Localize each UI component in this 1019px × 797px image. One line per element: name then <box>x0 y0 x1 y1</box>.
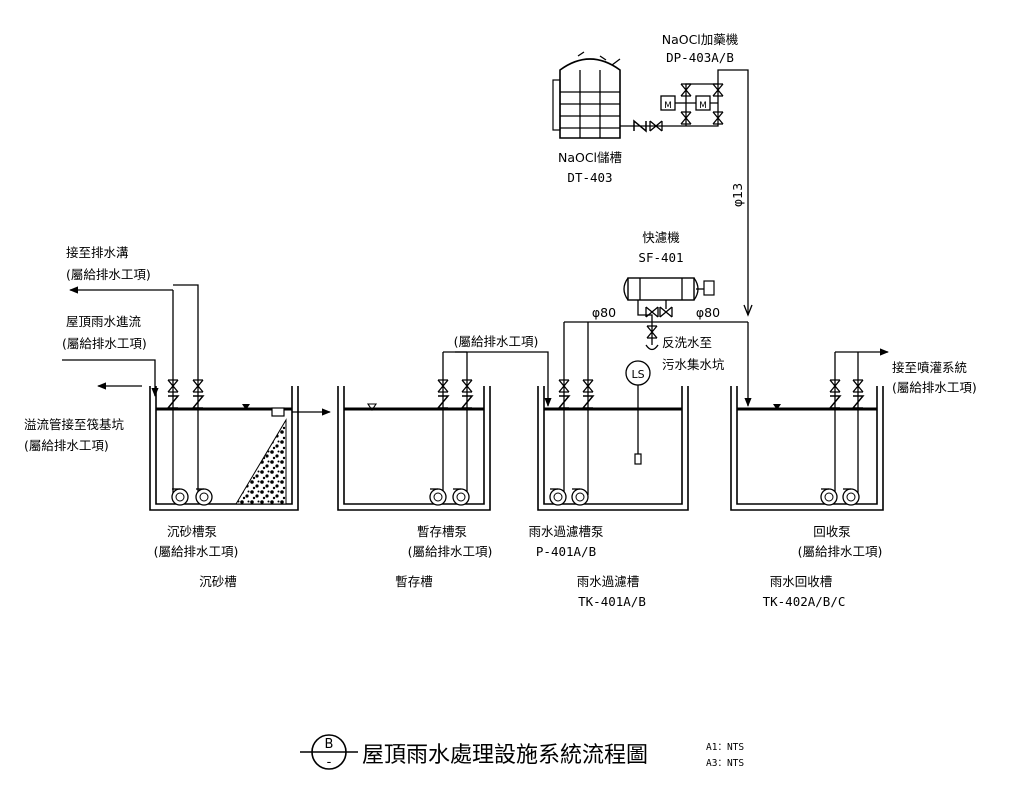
holding-tank-name: 暫存槽 <box>395 574 433 589</box>
drain-note-3: (屬給排水工項) <box>24 438 109 453</box>
overflow-label: 溢流管接至筏基坑 <box>24 417 125 432</box>
bubble-bottom-text: - <box>327 755 332 770</box>
filter-pump-label: 雨水過濾槽泵 <box>528 524 603 539</box>
filter-pump-b <box>571 488 589 506</box>
filter-tank-name: 雨水過濾槽 <box>577 574 640 589</box>
svg-text:M: M <box>664 101 672 111</box>
grit-pump-a <box>171 488 189 506</box>
sand-filter-tag: SF-401 <box>638 250 683 265</box>
naocl-storage-tank <box>552 51 621 139</box>
recovery-pump-b <box>842 488 860 506</box>
holding-pump-label: 暫存槽泵 <box>417 524 467 539</box>
holding-to-filter-line <box>455 351 552 407</box>
scale-a1: A1：NTS <box>706 742 744 753</box>
recovery-pump-risers <box>834 352 859 495</box>
naocl-dosing-arrow <box>743 304 753 317</box>
holding-pump-a <box>429 488 447 506</box>
dosing-pump-name: NaOCl加藥機 <box>662 32 739 47</box>
grit-pump-b <box>195 488 213 506</box>
holding-pump-note: (屬給排水工項) <box>408 544 493 559</box>
recovery-tank-tag: TK-402A/B/C <box>763 594 846 609</box>
dosing-pump-motor-a: M <box>660 95 686 111</box>
naocl-tank-tag: DT-403 <box>567 170 612 185</box>
filter-inlet-pipe <box>637 309 653 322</box>
pipe-size-phi80-left: φ80 <box>592 305 616 320</box>
roof-inflow-line <box>62 359 159 397</box>
holding-pump-b <box>452 488 470 506</box>
dosing-pump-tag: DP-403A/B <box>666 50 734 65</box>
grit-pump-note: (屬給排水工項) <box>154 544 239 559</box>
dosing-pump-motor-b: M <box>686 95 718 111</box>
drain-note-5: (屬給排水工項) <box>892 380 977 395</box>
level-switch: LS <box>625 360 651 465</box>
holding-tank <box>337 386 491 511</box>
backwash-label-2: 污水集水坑 <box>662 357 725 372</box>
recovery-pump-a <box>820 488 838 506</box>
backwash-label-1: 反洗水至 <box>662 335 712 350</box>
filter-pump-tag: P-401A/B <box>536 544 596 559</box>
drawing-reference-bubble: B - <box>300 734 358 770</box>
roof-inflow-label: 屋頂雨水進流 <box>66 314 142 329</box>
recovery-tank-name: 雨水回收槽 <box>770 574 833 589</box>
holding-pump-risers <box>442 351 468 495</box>
svg-text:M: M <box>699 101 707 111</box>
grit-tank-name: 沉砂槽 <box>199 574 237 589</box>
sand-filter-sf401 <box>623 277 715 309</box>
sand-filter-name: 快濾機 <box>642 230 680 245</box>
to-sprinkler-label: 接至噴灌系統 <box>892 360 967 375</box>
drain-note-1: (屬給排水工項) <box>66 267 151 282</box>
grit-pump-label: 沉砂槽泵 <box>167 524 217 539</box>
naocl-dosing-line <box>717 69 749 315</box>
svg-text:LS: LS <box>631 368 644 381</box>
to-drain-ditch-label: 接至排水溝 <box>66 245 129 260</box>
drain-note-2: (屬給排水工項) <box>62 336 147 351</box>
drain-note-4: (屬給排水工項) <box>454 334 539 349</box>
bubble-top-text: B <box>325 737 334 752</box>
grit-tank <box>149 386 299 511</box>
pipe-size-phi13: φ13 <box>730 183 745 207</box>
pipe-size-phi80-right: φ80 <box>696 305 720 320</box>
filter-tank-tag: TK-401A/B <box>578 594 646 609</box>
naocl-tank-name: NaOCl儲槽 <box>558 150 622 165</box>
backwash-drain <box>645 322 659 351</box>
recovery-pump-note: (屬給排水工項) <box>798 544 883 559</box>
recovery-pump-label: 回收泵 <box>813 524 851 539</box>
drawing-title: 屋頂雨水處理設施系統流程圖 <box>362 743 648 768</box>
filter-pump-a <box>549 488 567 506</box>
filter-tank <box>537 386 689 511</box>
recovery-tank <box>730 386 884 511</box>
drain-ditch-branch <box>173 284 199 290</box>
scale-a3: A3：NTS <box>706 758 744 769</box>
